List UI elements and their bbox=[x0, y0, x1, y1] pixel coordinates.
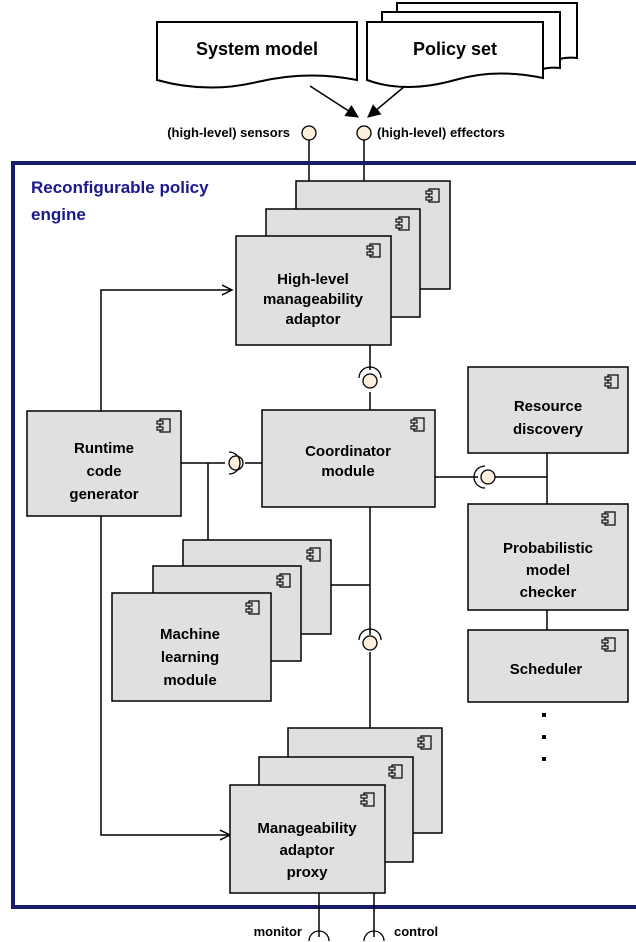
policy-engine-frame bbox=[11, 161, 636, 909]
vertical-ellipsis bbox=[542, 713, 546, 761]
checker-label-1: Probabilistic bbox=[503, 540, 593, 557]
policy-set-arrow bbox=[368, 85, 406, 117]
learning-label-2: learning bbox=[161, 649, 219, 666]
monitor-label: monitor bbox=[254, 924, 302, 939]
proxy-label-2: adaptor bbox=[279, 842, 334, 859]
runtime-code-generator: Runtime code generator bbox=[26, 410, 182, 517]
learning-label-3: module bbox=[163, 672, 216, 689]
coordinator-module: Coordinator module bbox=[261, 409, 436, 508]
learning-label-1: Machine bbox=[160, 626, 220, 643]
scheduler-label: Scheduler bbox=[510, 661, 583, 678]
adaptor-proxy-box bbox=[229, 784, 386, 894]
adaptor-label-2: manageability bbox=[263, 291, 364, 308]
checker-label-2: model bbox=[526, 562, 570, 579]
probabilistic-model-checker: Probabilistic model checker bbox=[467, 503, 629, 611]
machine-learning-stack: Machine learning module bbox=[111, 539, 332, 702]
runtime-coordinator-interface bbox=[228, 451, 244, 475]
coordinator-proxy-interface bbox=[358, 628, 382, 651]
runtime-label-2: code bbox=[86, 463, 121, 480]
adaptor-label-1: High-level bbox=[277, 271, 349, 288]
sensors-label: (high-level) sensors bbox=[167, 125, 290, 140]
resource-label-2: discovery bbox=[513, 421, 584, 438]
coordinator-resource-interface bbox=[473, 465, 496, 489]
system-model-arrow bbox=[309, 85, 358, 118]
system-model-document: System model bbox=[156, 21, 358, 89]
engine-title-line1: Reconfigurable policy bbox=[31, 178, 209, 197]
effectors-interface-ball bbox=[356, 125, 372, 141]
scheduler: Scheduler bbox=[467, 629, 629, 703]
runtime-label-1: Runtime bbox=[74, 440, 134, 457]
high-level-adaptor-box bbox=[235, 235, 392, 346]
runtime-to-adaptor-arrow bbox=[100, 290, 232, 411]
high-level-adaptor-stack: High-level manageability adaptor bbox=[235, 180, 451, 346]
resource-label-1: Resource bbox=[514, 398, 582, 415]
system-model-label: System model bbox=[196, 39, 318, 59]
control-label: control bbox=[394, 924, 438, 939]
effectors-label: (high-level) effectors bbox=[377, 125, 505, 140]
checker-label-3: checker bbox=[520, 584, 577, 601]
control-socket bbox=[363, 930, 385, 942]
proxy-label-1: Manageability bbox=[257, 820, 357, 837]
adaptor-label-3: adaptor bbox=[285, 311, 340, 328]
sensors-interface-ball bbox=[301, 125, 317, 141]
adaptor-coordinator-interface bbox=[358, 366, 382, 389]
adaptor-proxy-stack: Manageability adaptor proxy bbox=[229, 727, 443, 894]
machine-learning-box bbox=[111, 592, 272, 702]
coordinator-label-1: Coordinator bbox=[305, 443, 391, 460]
runtime-label-3: generator bbox=[69, 486, 138, 503]
resource-discovery: Resource discovery bbox=[467, 366, 629, 454]
policy-set-label: Policy set bbox=[413, 39, 497, 59]
proxy-label-3: proxy bbox=[287, 864, 329, 881]
coordinator-label-2: module bbox=[321, 463, 374, 480]
policy-set-document: Policy set bbox=[366, 2, 578, 88]
engine-title-line2: engine bbox=[31, 205, 86, 224]
monitor-socket bbox=[308, 930, 330, 942]
runtime-to-proxy-arrow bbox=[100, 516, 230, 835]
